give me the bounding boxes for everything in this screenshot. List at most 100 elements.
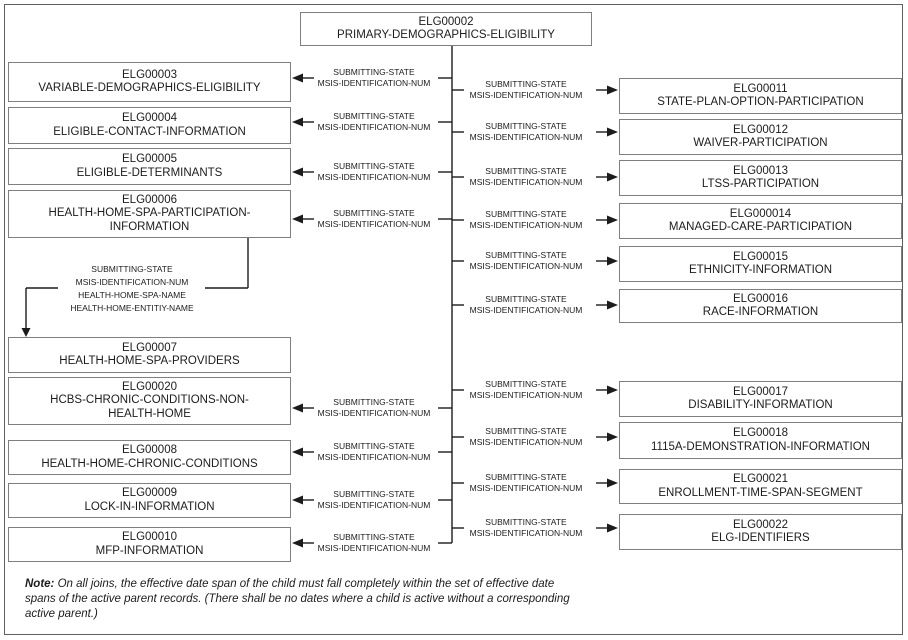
node-name: ELIGIBLE-DETERMINANTS bbox=[76, 166, 223, 179]
join-label: SUBMITTING-STATE MSIS-IDENTIFICATION-NUM bbox=[317, 532, 431, 553]
node-code: ELG00017 bbox=[733, 385, 788, 398]
node-elg00002: ELG00002 PRIMARY-DEMOGRAPHICS-ELIGIBILIT… bbox=[300, 12, 592, 46]
join-label: SUBMITTING-STATE MSIS-IDENTIFICATION-NUM bbox=[317, 397, 431, 418]
node-code: ELG00015 bbox=[733, 250, 788, 263]
node-elg00018: ELG00018 1115A-DEMONSTRATION-INFORMATION bbox=[619, 422, 902, 459]
health-home-join-label: SUBMITTING-STATE MSIS-IDENTIFICATION-NUM… bbox=[70, 264, 194, 313]
node-code: ELG00010 bbox=[122, 531, 177, 543]
node-code: ELG00008 bbox=[122, 444, 177, 456]
node-name: PRIMARY-DEMOGRAPHICS-ELIGIBILITY bbox=[337, 29, 555, 41]
node-code: ELG00003 bbox=[122, 68, 177, 81]
arrowhead bbox=[607, 85, 618, 95]
arrowhead bbox=[607, 300, 618, 310]
node-name: ENROLLMENT-TIME-SPAN-SEGMENT bbox=[658, 486, 863, 499]
arrowhead bbox=[292, 117, 303, 127]
node-elg00021: ELG00021 ENROLLMENT-TIME-SPAN-SEGMENT bbox=[619, 469, 902, 504]
arrowhead bbox=[21, 328, 31, 337]
join-label: SUBMITTING-STATE MSIS-IDENTIFICATION-NUM bbox=[469, 379, 583, 400]
node-elg00015: ELG00015 ETHNICITY-INFORMATION bbox=[619, 246, 902, 282]
node-elg00010: ELG00010 MFP-INFORMATION bbox=[8, 527, 291, 562]
node-name: 1115A-DEMONSTRATION-INFORMATION bbox=[651, 440, 870, 453]
arrowhead bbox=[292, 167, 303, 177]
join-label: SUBMITTING-STATE MSIS-IDENTIFICATION-NUM bbox=[469, 209, 583, 230]
node-name: ELIGIBLE-CONTACT-INFORMATION bbox=[53, 125, 246, 138]
arrowhead bbox=[607, 215, 618, 225]
node-name: HEALTH-HOME-SPA-PROVIDERS bbox=[59, 355, 240, 367]
node-code: ELG000014 bbox=[729, 207, 792, 220]
node-elg00009: ELG00009 LOCK-IN-INFORMATION bbox=[8, 483, 291, 518]
node-code: ELG00018 bbox=[733, 427, 788, 439]
node-elg00017: ELG00017 DISABILITY-INFORMATION bbox=[619, 381, 902, 417]
join-label: SUBMITTING-STATE MSIS-IDENTIFICATION-NUM bbox=[469, 294, 583, 315]
join-label: SUBMITTING-STATE MSIS-IDENTIFICATION-NUM bbox=[469, 166, 583, 187]
arrowhead bbox=[607, 127, 618, 137]
join-label: SUBMITTING-STATE MSIS-IDENTIFICATION-NUM bbox=[469, 121, 583, 142]
node-code: ELG00011 bbox=[733, 82, 788, 95]
note: Note: On all joins, the effective date s… bbox=[25, 577, 587, 622]
node-code: ELG00021 bbox=[733, 473, 788, 485]
arrowhead bbox=[607, 172, 618, 182]
join-label: SUBMITTING-STATE MSIS-IDENTIFICATION-NUM bbox=[469, 250, 583, 271]
node-code: ELG00012 bbox=[733, 123, 788, 136]
join-label: SUBMITTING-STATE MSIS-IDENTIFICATION-NUM bbox=[469, 426, 583, 447]
node-name: HEALTH-HOME-CHRONIC-CONDITIONS bbox=[41, 457, 258, 470]
node-name: DISABILITY-INFORMATION bbox=[688, 399, 833, 411]
node-code: ELG00020 bbox=[122, 380, 177, 393]
node-name: RACE-INFORMATION bbox=[702, 306, 819, 318]
join-label: SUBMITTING-STATE MSIS-IDENTIFICATION-NUM bbox=[317, 489, 431, 510]
node-name: MANAGED-CARE-PARTICIPATION bbox=[668, 221, 853, 233]
note-text: On all joins, the effective date span of… bbox=[25, 578, 570, 620]
join-label: SUBMITTING-STATE MSIS-IDENTIFICATION-NUM bbox=[469, 79, 583, 100]
arrowhead bbox=[292, 495, 303, 505]
node-code: ELG00016 bbox=[733, 292, 788, 305]
arrowhead bbox=[292, 538, 303, 548]
node-code: ELG00007 bbox=[122, 341, 177, 354]
node-elg000014: ELG000014 MANAGED-CARE-PARTICIPATION bbox=[619, 203, 902, 239]
node-elg00020: ELG00020 HCBS-CHRONIC-CONDITIONS-NON-HEA… bbox=[8, 377, 291, 425]
node-code: ELG00005 bbox=[122, 153, 177, 165]
arrowhead bbox=[607, 523, 618, 533]
node-code: ELG00009 bbox=[122, 487, 177, 499]
node-code: ELG00013 bbox=[733, 164, 788, 177]
node-elg00007: ELG00007 HEALTH-HOME-SPA-PROVIDERS bbox=[8, 337, 291, 373]
arrowhead bbox=[607, 432, 618, 442]
node-name: ETHNICITY-INFORMATION bbox=[688, 264, 833, 276]
node-elg00012: ELG00012 WAIVER-PARTICIPATION bbox=[619, 119, 902, 155]
node-elg00004: ELG00004 ELIGIBLE-CONTACT-INFORMATION bbox=[8, 107, 291, 144]
arrowhead bbox=[292, 73, 303, 83]
node-name: LTSS-PARTICIPATION bbox=[701, 178, 820, 190]
note-label: Note: bbox=[25, 578, 55, 590]
join-label: SUBMITTING-STATE MSIS-IDENTIFICATION-NUM bbox=[317, 161, 431, 182]
node-elg00005: ELG00005 ELIGIBLE-DETERMINANTS bbox=[8, 148, 291, 185]
arrowhead bbox=[607, 385, 618, 395]
node-elg00022: ELG00022 ELG-IDENTIFIERS bbox=[619, 514, 902, 550]
node-code: ELG00022 bbox=[733, 518, 788, 531]
node-elg00003: ELG00003 VARIABLE-DEMOGRAPHICS-ELIGIBILI… bbox=[8, 62, 291, 102]
node-elg00008: ELG00008 HEALTH-HOME-CHRONIC-CONDITIONS bbox=[8, 440, 291, 475]
node-name: STATE-PLAN-OPTION-PARTICIPATION bbox=[657, 96, 864, 108]
node-code: ELG00006 bbox=[122, 193, 177, 206]
join-label: SUBMITTING-STATE MSIS-IDENTIFICATION-NUM bbox=[317, 111, 431, 132]
node-elg00011: ELG00011 STATE-PLAN-OPTION-PARTICIPATION bbox=[619, 78, 902, 114]
join-label: SUBMITTING-STATE MSIS-IDENTIFICATION-NUM bbox=[469, 472, 583, 493]
arrowhead bbox=[292, 403, 303, 413]
arrowhead bbox=[292, 214, 303, 224]
node-name: HCBS-CHRONIC-CONDITIONS-NON-HEALTH-HOME bbox=[50, 394, 249, 420]
node-elg00016: ELG00016 RACE-INFORMATION bbox=[619, 289, 902, 323]
node-name: HEALTH-HOME-SPA-PARTICIPATION-INFORMATIO… bbox=[48, 207, 251, 233]
arrowhead bbox=[292, 447, 303, 457]
node-name: WAIVER-PARTICIPATION bbox=[693, 137, 828, 149]
node-name: MFP-INFORMATION bbox=[95, 544, 204, 557]
node-name: VARIABLE-DEMOGRAPHICS-ELIGIBILITY bbox=[38, 82, 261, 94]
node-elg00006: ELG00006 HEALTH-HOME-SPA-PARTICIPATION-I… bbox=[8, 190, 291, 238]
join-label: SUBMITTING-STATE MSIS-IDENTIFICATION-NUM bbox=[469, 517, 583, 538]
node-name: ELG-IDENTIFIERS bbox=[711, 532, 810, 544]
node-code: ELG00002 bbox=[418, 15, 474, 28]
node-elg00013: ELG00013 LTSS-PARTICIPATION bbox=[619, 160, 902, 196]
join-label: SUBMITTING-STATE MSIS-IDENTIFICATION-NUM bbox=[317, 208, 431, 229]
node-name: LOCK-IN-INFORMATION bbox=[84, 500, 215, 513]
arrowhead bbox=[607, 256, 618, 266]
join-label: SUBMITTING-STATE MSIS-IDENTIFICATION-NUM bbox=[317, 441, 431, 462]
